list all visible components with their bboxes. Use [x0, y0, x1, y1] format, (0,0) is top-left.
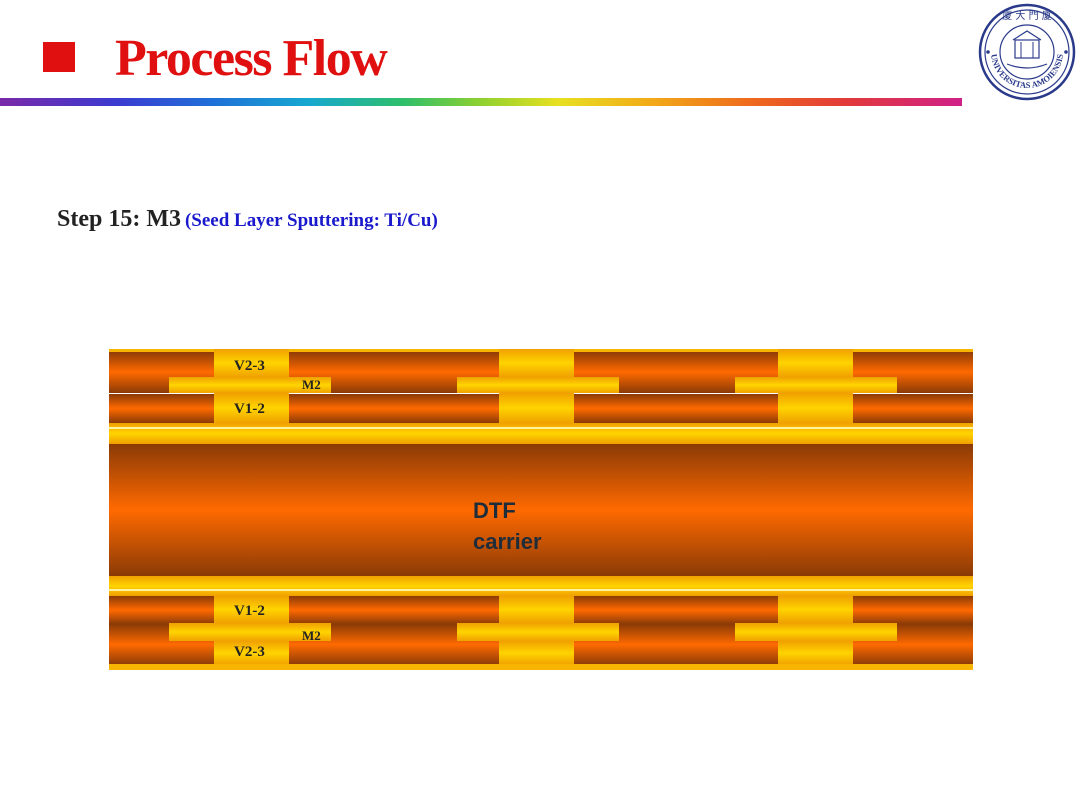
- label-bottom-v2-3: V2-3: [234, 644, 265, 660]
- bottom-via-v1-2-2: [499, 596, 574, 623]
- step-description: (Seed Layer Sputtering: Ti/Cu): [184, 210, 438, 231]
- top-via-v2-3-1: [214, 349, 289, 377]
- bottom-via-v1-2-1: [214, 596, 289, 623]
- carrier-label-line2: carrier: [473, 529, 542, 554]
- title-bullet: [43, 42, 75, 72]
- label-top-m2: M2: [302, 377, 321, 392]
- label-bottom-m2: M2: [302, 628, 321, 643]
- university-seal-logo: UNIVERSITAS AMOIENSIS 厦 大 門 厦: [978, 3, 1076, 101]
- bottom-core-metal-line: [109, 589, 973, 591]
- top-m2-pad-2: [457, 377, 619, 393]
- label-top-v1-2: V1-2: [234, 401, 265, 417]
- top-via-v1-2-2: [499, 393, 574, 423]
- label-bottom-v1-2: V1-2: [234, 603, 265, 619]
- cross-section-drawing: [109, 349, 973, 670]
- top-via-v1-2-1: [214, 393, 289, 423]
- page-title: Process Flow: [115, 30, 388, 87]
- step-heading: Step 15: M3 (Seed Layer Sputtering: Ti/C…: [57, 206, 438, 233]
- top-via-v1-2-3: [778, 393, 853, 423]
- bottom-core-metal: [109, 576, 973, 596]
- bottom-via-v2-3-1: [214, 641, 289, 665]
- bottom-via-v1-2-3: [778, 596, 853, 623]
- carrier-label-line1: DTF: [473, 498, 516, 523]
- bottom-via-v2-3-2: [499, 641, 574, 665]
- bottom-m2-pad-3: [735, 623, 897, 641]
- top-via-v2-3-3: [778, 349, 853, 377]
- top-m2-pad-1: [169, 377, 331, 393]
- rainbow-divider: [0, 98, 962, 106]
- bottom-via-v2-3-3: [778, 641, 853, 665]
- top-core-metal: [109, 423, 973, 444]
- step-label: Step 15: M3: [57, 206, 181, 232]
- bottom-m2-pad-1: [169, 623, 331, 641]
- bottom-seed-layer: [109, 664, 973, 670]
- top-m2-pad-3: [735, 377, 897, 393]
- carrier-label: DTF carrier: [473, 495, 542, 557]
- cross-section-diagram: V2-3 M2 V1-2 V1-2 M2 V2-3 DTF carrier: [109, 349, 973, 671]
- dtf-carrier: [109, 444, 973, 576]
- top-via-v2-3-2: [499, 349, 574, 377]
- top-core-metal-line: [109, 427, 973, 429]
- svg-text:厦 大 門 厦: 厦 大 門 厦: [1002, 9, 1052, 22]
- label-top-v2-3: V2-3: [234, 358, 265, 374]
- bottom-m2-pad-2: [457, 623, 619, 641]
